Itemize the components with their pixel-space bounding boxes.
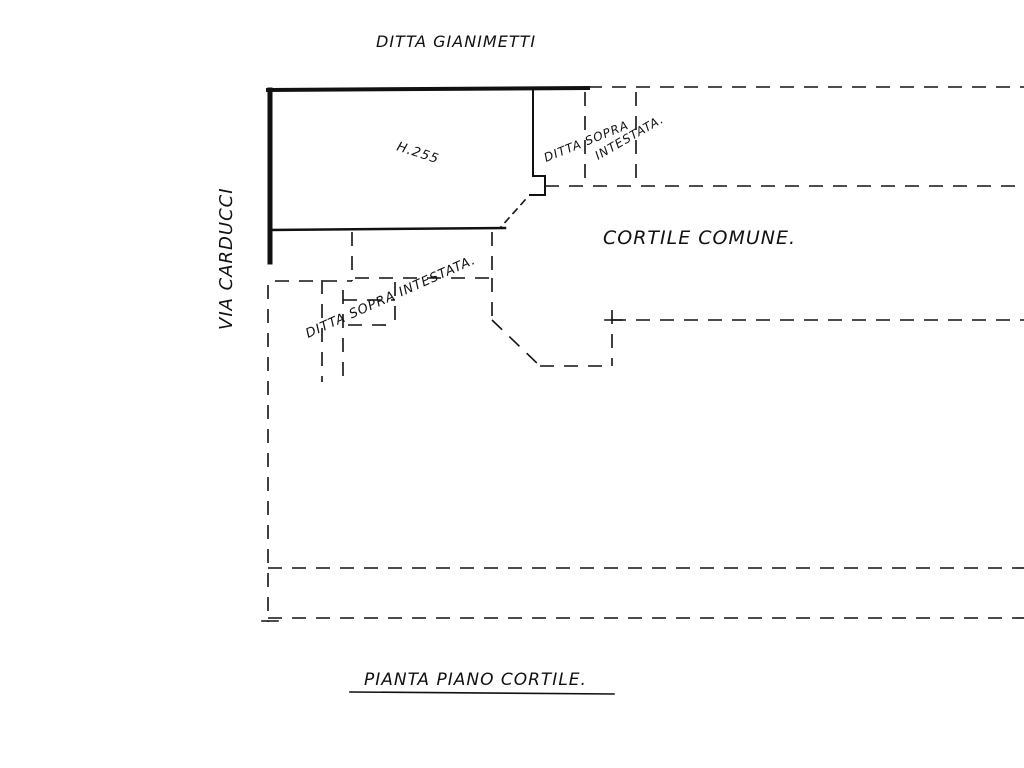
street-label: VIA CARDUCCI bbox=[216, 187, 237, 330]
room-height-label: H.255 bbox=[395, 140, 441, 168]
lower-neighbor-outline bbox=[275, 232, 613, 382]
courtyard-label: CORTILE COMUNE. bbox=[603, 227, 796, 249]
courtyard-boundaries bbox=[261, 285, 1024, 622]
main-room-outline bbox=[265, 85, 591, 265]
neighbor-lower-label: DITTA SOPRA INTESTATA. bbox=[304, 253, 479, 342]
top-dashed-wall bbox=[545, 86, 1024, 187]
title-underline bbox=[349, 691, 615, 695]
neighbor-top-label: DITTA GIANIMETTI bbox=[376, 32, 536, 51]
plan-title: PIANTA PIANO CORTILE. bbox=[364, 670, 587, 690]
